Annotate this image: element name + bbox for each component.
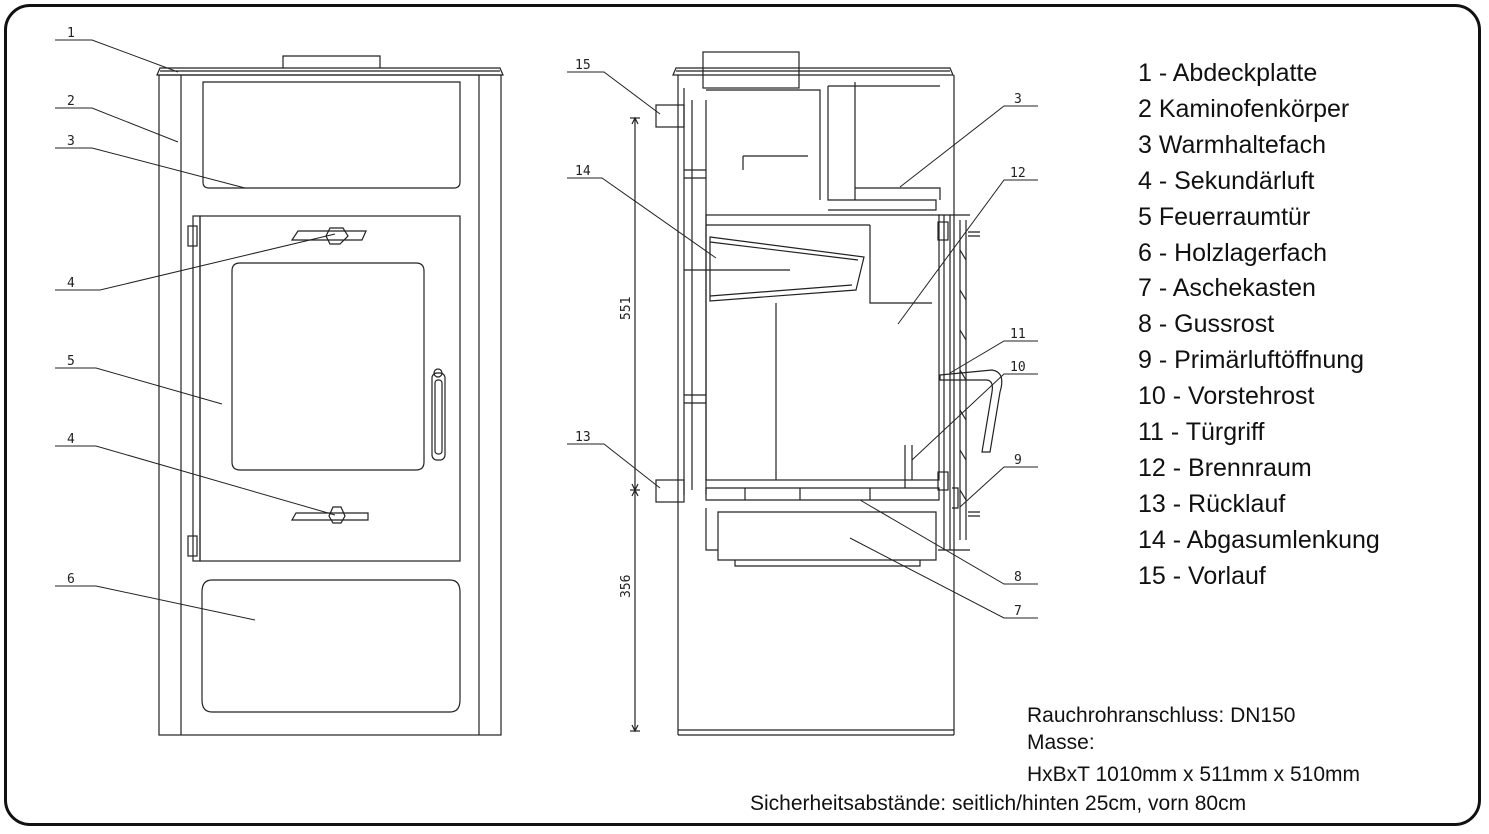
parts-legend: 1 - Abdeckplatte 2 Kaminofenkörper 3 War…	[1138, 56, 1380, 595]
section-callout-left: 14	[575, 164, 591, 179]
dimension-lines	[630, 116, 640, 733]
spec-masse-label: Masse:	[1027, 731, 1095, 754]
legend-item: 5 Feuerraumtür	[1138, 202, 1311, 231]
front-view	[156, 55, 504, 736]
front-callout: 1	[67, 26, 75, 41]
legend-item: 1 - Abdeckplatte	[1138, 59, 1318, 87]
leader-lines	[55, 39, 1038, 621]
section-callout-right: 10	[1010, 360, 1026, 375]
front-callout: 5	[67, 354, 75, 369]
legend-item: 14 - Abgasumlenkung	[1138, 525, 1380, 554]
legend-item: 11 - Türgriff	[1138, 418, 1265, 447]
legend-item: 7 - Aschekasten	[1138, 274, 1316, 303]
legend-item: 10 - Vorstehrost	[1138, 382, 1315, 411]
spec-safety-distances: Sicherheitsabstände: seitlich/hinten 25c…	[750, 792, 1247, 815]
dimension-upper: 551	[619, 297, 634, 320]
front-callout: 4	[67, 276, 75, 291]
section-callout-right: 3	[1014, 92, 1022, 107]
legend-item: 9 - Primärluftöffnung	[1138, 346, 1365, 375]
legend-item: 12 - Brennraum	[1138, 453, 1312, 482]
legend-item: 2 Kaminofenkörper	[1138, 94, 1350, 123]
section-callout-right: 9	[1014, 453, 1022, 468]
front-callout: 6	[67, 572, 75, 587]
section-callout-right: 12	[1010, 166, 1026, 181]
legend-item: 13 - Rücklauf	[1138, 489, 1286, 518]
spec-dimensions: HxBxT 1010mm x 511mm x 510mm	[1027, 763, 1360, 786]
section-callout-right: 11	[1010, 327, 1026, 342]
section-view	[655, 51, 1003, 736]
section-callout-right: 8	[1014, 570, 1022, 585]
dimension-lower: 356	[619, 575, 634, 598]
legend-item: 4 - Sekundärluft	[1138, 166, 1315, 195]
legend-item: 15 - Vorlauf	[1138, 561, 1266, 590]
front-callout: 4	[67, 432, 75, 447]
legend-item: 8 - Gussrost	[1138, 310, 1275, 339]
front-callout: 2	[67, 94, 75, 109]
callout-numbers: 1 2 3 4 5 4 6 15 14 13 3 12 11 10 9 8 7	[67, 26, 1026, 619]
section-callout-left: 13	[575, 430, 591, 445]
front-callout: 3	[67, 134, 75, 149]
diagram-frame	[4, 4, 1481, 826]
spec-flue: Rauchrohranschluss: DN150	[1027, 704, 1296, 727]
legend-item: 6 - Holzlagerfach	[1138, 238, 1327, 267]
section-callout-right: 7	[1014, 604, 1022, 619]
legend-item: 3 Warmhaltefach	[1138, 130, 1327, 159]
section-callout-left: 15	[575, 58, 591, 73]
